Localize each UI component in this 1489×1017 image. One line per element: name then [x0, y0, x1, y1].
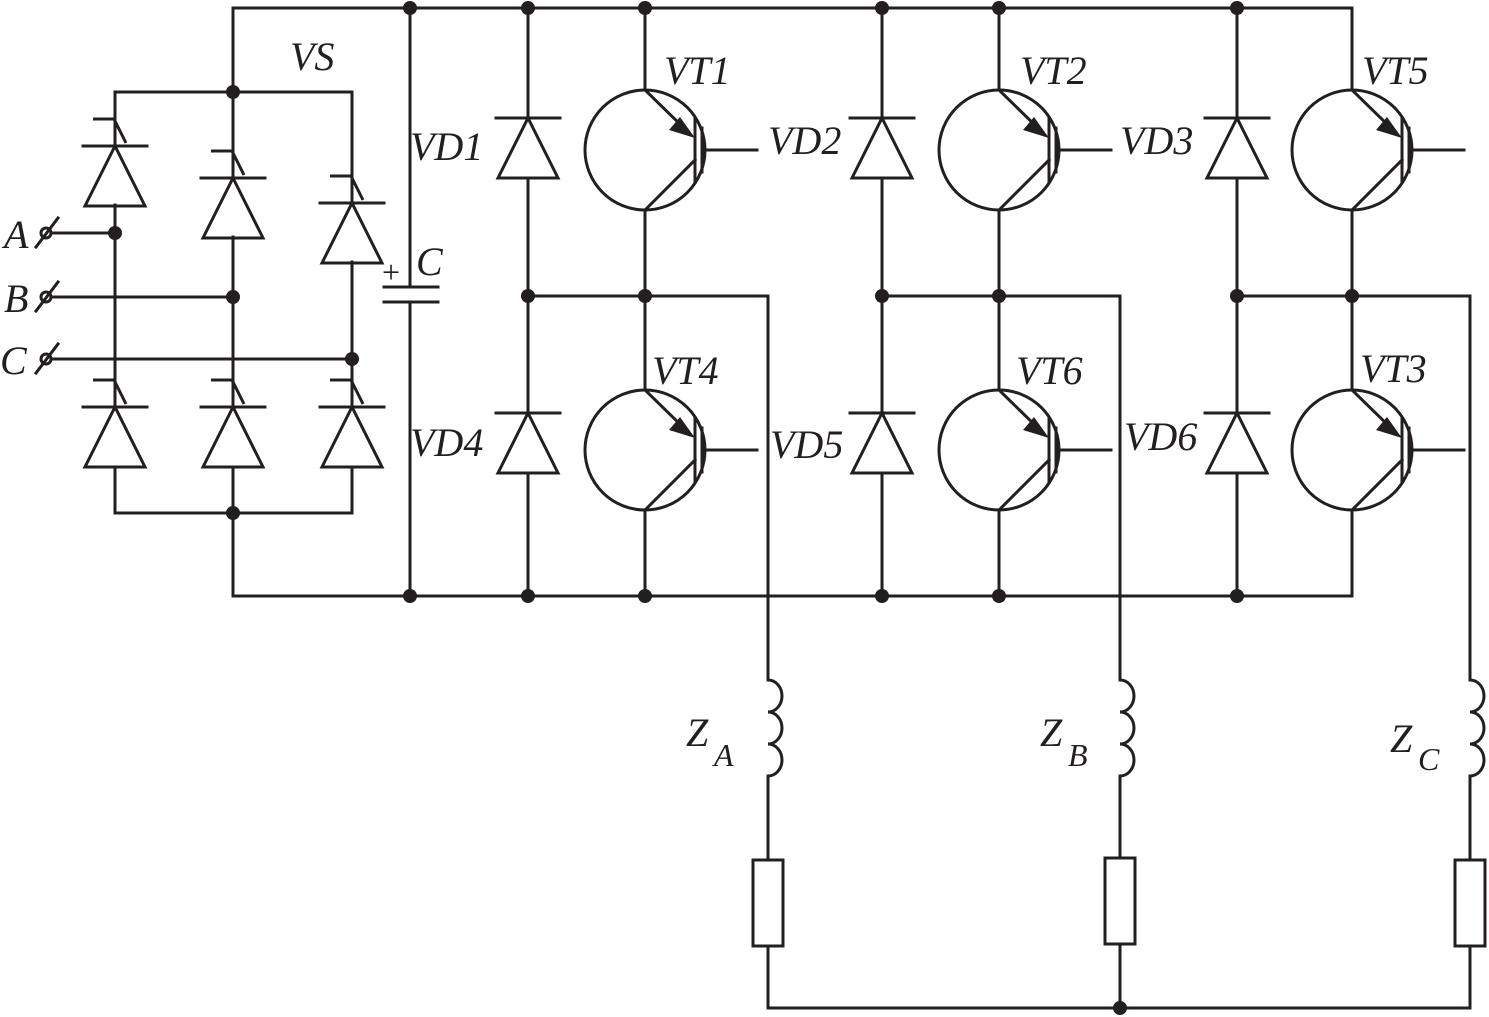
label-zb: Z	[1040, 710, 1063, 755]
label-phase-a: A	[1, 212, 29, 257]
resistor-b	[1103, 856, 1137, 946]
label-vt3: VT3	[1360, 346, 1427, 391]
inverter-leg-b	[848, 1, 1122, 677]
label-zb-sub: B	[1068, 737, 1088, 773]
inductor-zc	[1468, 678, 1486, 778]
label-vd3: VD3	[1120, 118, 1193, 163]
resistor-a	[751, 858, 785, 948]
diode-vd2	[848, 116, 916, 180]
label-vs: VS	[290, 34, 334, 79]
neutral-node	[1113, 1001, 1127, 1015]
label-capacitor: C	[416, 239, 444, 284]
transistor-vt6	[937, 388, 1113, 512]
inverter-leg-c	[1203, 1, 1472, 677]
resistor-c	[1453, 858, 1487, 948]
label-vd5: VD5	[770, 422, 843, 467]
label-vd4: VD4	[410, 420, 483, 465]
load-zc	[1453, 673, 1487, 1010]
label-phase-b: B	[4, 276, 28, 321]
label-vt4: VT4	[652, 348, 719, 393]
label-vt2: VT2	[1020, 48, 1087, 93]
rectifier-bridge	[33, 85, 386, 520]
diode-vd6	[1203, 411, 1271, 475]
transistor-vt1	[583, 88, 759, 212]
label-cap-plus: +	[382, 254, 400, 290]
label-za: Z	[686, 710, 709, 755]
load-za	[751, 673, 785, 1010]
label-phase-c: C	[0, 338, 28, 383]
label-vd1: VD1	[410, 124, 483, 169]
label-za-sub: A	[712, 737, 734, 773]
label-vd6: VD6	[1124, 414, 1197, 459]
label-vt6: VT6	[1016, 348, 1083, 393]
transistor-vt2	[937, 88, 1113, 212]
inductor-zb	[1118, 678, 1136, 778]
inductor-za	[766, 678, 784, 778]
label-zc-sub: C	[1418, 741, 1440, 777]
diode-vd4	[494, 411, 562, 475]
label-vd2: VD2	[768, 118, 841, 163]
load-zb	[1103, 673, 1137, 1010]
diode-vd5	[848, 411, 916, 475]
diode-vd3	[1203, 116, 1271, 180]
inverter-leg-a	[494, 1, 770, 677]
diode-vd1	[494, 116, 562, 180]
label-vt5: VT5	[1362, 48, 1429, 93]
dc-link-capacitor	[382, 1, 440, 603]
label-vt1: VT1	[664, 48, 731, 93]
label-zc: Z	[1390, 716, 1413, 761]
transistor-vt3	[1290, 388, 1466, 512]
transistor-vt5	[1290, 88, 1466, 212]
transistor-vt4	[583, 388, 759, 512]
